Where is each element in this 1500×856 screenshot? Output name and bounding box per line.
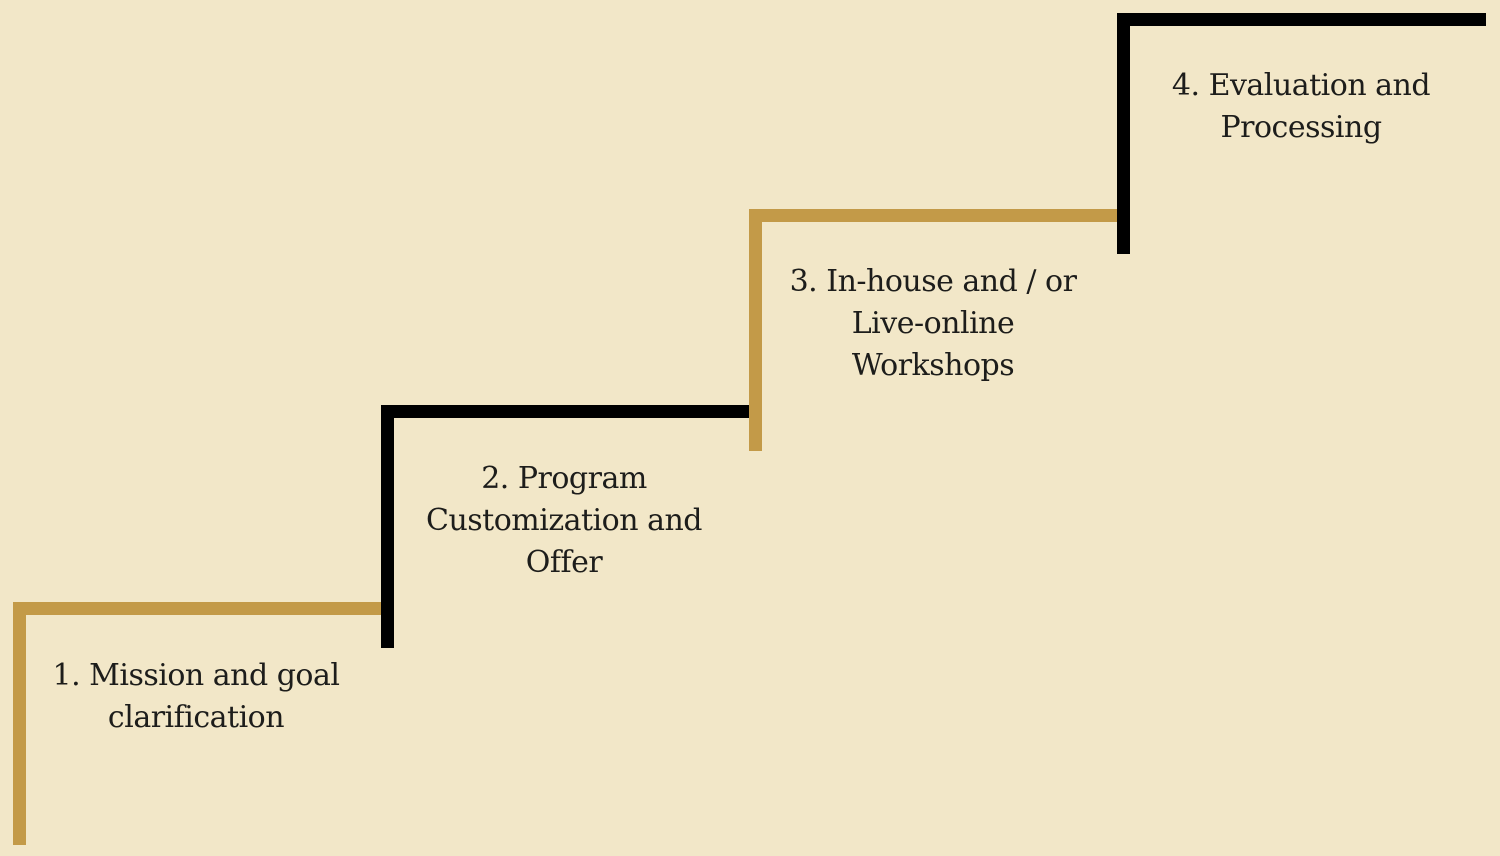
step-3-label-line: 3. In-house and / or <box>789 264 1077 299</box>
step-3-label-line: Workshops <box>851 348 1015 383</box>
step-2-label: 2. Program Customization and Offer <box>394 458 734 584</box>
step-3-label-line: Live-online <box>851 306 1015 341</box>
step-1-label-line: 1. Mission and goal <box>52 658 340 693</box>
step-1-label: 1. Mission and goal clarification <box>26 655 366 739</box>
step-3-tread <box>749 209 1118 222</box>
step-4-label: 4. Evaluation and Processing <box>1130 65 1472 149</box>
step-3-riser <box>749 209 762 451</box>
step-1-label-line: clarification <box>107 700 285 735</box>
step-1-tread <box>13 602 381 615</box>
step-1-riser <box>13 602 26 845</box>
step-3-label: 3. In-house and / or Live-online Worksho… <box>762 261 1104 387</box>
step-2-label-line: 2. Program <box>481 461 647 496</box>
step-2-label-line: Offer <box>525 545 603 580</box>
step-2-tread <box>381 405 749 418</box>
step-4-label-line: 4. Evaluation and <box>1171 68 1431 103</box>
step-2-riser <box>381 405 394 648</box>
step-2-label-line: Customization and <box>425 503 703 538</box>
step-4-riser <box>1117 13 1130 254</box>
step-4-label-line: Processing <box>1220 110 1382 145</box>
step-4-tread <box>1117 13 1486 26</box>
